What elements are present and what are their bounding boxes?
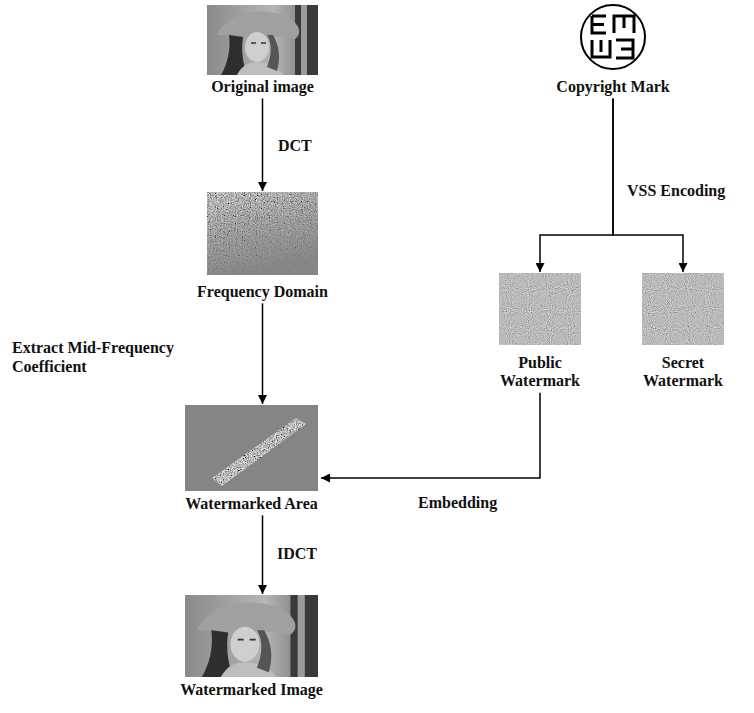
picture-node: Public Watermark	[488, 273, 592, 391]
lena-picture	[185, 595, 318, 677]
picture-node: Copyright Mark	[554, 5, 672, 96]
node-caption: Frequency Domain	[197, 283, 329, 301]
watermarked-area-picture	[185, 405, 318, 491]
node-caption: Watermarked Area	[185, 495, 319, 513]
flow-arrow	[262, 515, 264, 594]
picture-frame	[488, 273, 592, 345]
picture-frame	[183, 405, 320, 491]
picture-frame	[178, 595, 325, 677]
edge-label: DCT	[276, 136, 314, 155]
picture-node: Frequency Domain	[195, 192, 330, 301]
picture-node: Secret Watermark	[631, 273, 735, 391]
node-caption: Public Watermark	[490, 354, 590, 391]
copyright-logo	[581, 5, 645, 69]
picture-frame	[205, 5, 320, 75]
node-caption: Watermarked Image	[180, 681, 324, 699]
picture-frame	[554, 5, 672, 71]
node-caption: Copyright Mark	[556, 78, 671, 96]
picture-node: Watermarked Area	[183, 405, 320, 513]
share-picture	[642, 273, 724, 345]
node-caption: Secret Watermark	[633, 354, 733, 391]
flow-arrow	[321, 393, 540, 478]
picture-frame	[195, 192, 330, 275]
edge-label: Embedding	[416, 493, 499, 512]
edge-label: IDCT	[275, 544, 319, 563]
flow-arrow	[262, 98, 264, 191]
edge-label: VSS Encoding	[625, 181, 727, 200]
share-picture	[499, 273, 581, 345]
flow-arrow	[540, 98, 613, 272]
frequency-picture	[207, 192, 318, 275]
picture-node: Original image	[205, 5, 320, 96]
node-caption: Original image	[211, 78, 315, 96]
picture-node: Watermarked Image	[178, 595, 325, 699]
lena-picture	[207, 5, 318, 75]
picture-frame	[631, 273, 735, 345]
flow-arrow	[262, 303, 264, 404]
edge-label: Extract Mid-Frequency Coefficient	[10, 338, 219, 376]
